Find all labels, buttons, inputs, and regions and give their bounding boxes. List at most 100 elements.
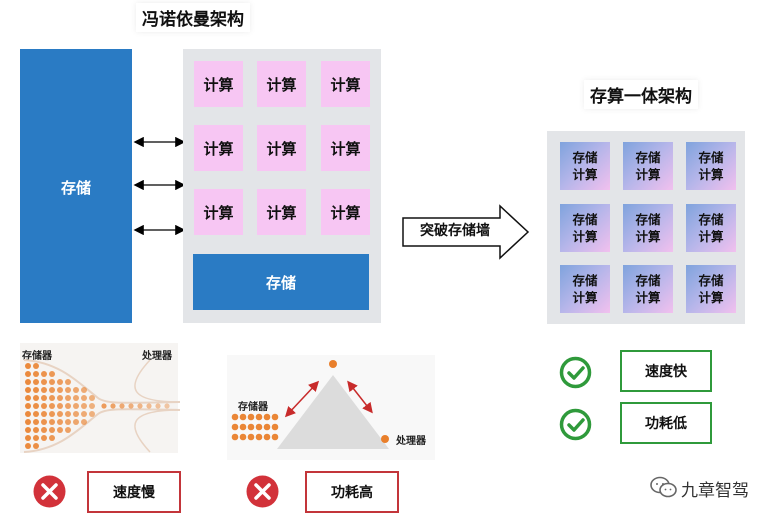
error-icon <box>246 475 279 508</box>
memory-dot <box>65 427 71 433</box>
memory-dot <box>271 433 279 441</box>
memory-dot <box>247 433 255 441</box>
triangle-processor-label: 处理器 <box>396 436 426 447</box>
memory-dot <box>33 387 39 393</box>
cim-cell-line1: 存储 <box>572 273 598 288</box>
memory-dot <box>49 395 55 401</box>
memory-dot <box>57 419 63 425</box>
memory-dot <box>33 443 39 449</box>
cim-cell-line1: 存储 <box>698 212 724 227</box>
check-icon <box>559 356 592 389</box>
memory-dot <box>41 435 47 441</box>
memory-dot <box>25 427 31 433</box>
memory-dot <box>25 411 31 417</box>
memory-dot <box>41 371 47 377</box>
cim-cell-line2: 计算 <box>572 167 598 182</box>
von-neumann-title: 冯诺依曼架构 <box>136 3 250 32</box>
memory-dot <box>164 403 170 409</box>
memory-dot <box>65 395 71 401</box>
processor-dot <box>329 360 337 368</box>
cim-cell-line1: 存储 <box>572 212 598 227</box>
memory-dot <box>231 433 239 441</box>
speed-fast-box: 速度快 <box>620 350 712 392</box>
memory-dot <box>89 395 95 401</box>
memory-dot <box>73 403 79 409</box>
memory-dot <box>155 403 161 409</box>
memory-dot <box>65 411 71 417</box>
compute-cell: 计算 <box>194 125 243 171</box>
memory-dot <box>25 387 31 393</box>
memory-dot <box>49 387 55 393</box>
memory-dot <box>25 395 31 401</box>
speed-slow-box: 速度慢 <box>87 471 181 513</box>
memory-dot <box>49 379 55 385</box>
memory-dot <box>25 443 31 449</box>
memory-dot <box>137 403 143 409</box>
memory-dot <box>110 403 116 409</box>
memory-dot <box>81 403 87 409</box>
memory-dot <box>33 403 39 409</box>
check-icon <box>559 408 592 441</box>
bottleneck-illustration <box>23 359 180 453</box>
cim-cell: 存储计算 <box>623 265 673 313</box>
memory-dot <box>119 403 125 409</box>
memory-dot <box>57 427 63 433</box>
cim-cell-line2: 计算 <box>635 167 661 182</box>
memory-dot <box>263 433 271 441</box>
cim-title: 存算一体架构 <box>584 80 698 109</box>
memory-dot <box>89 403 95 409</box>
memory-dot <box>57 379 63 385</box>
cim-cell: 存储计算 <box>686 142 736 190</box>
memory-dot <box>239 423 247 431</box>
memory-dot <box>41 419 47 425</box>
memory-dot <box>101 403 107 409</box>
cim-cell: 存储计算 <box>686 265 736 313</box>
memory-dot <box>271 413 279 421</box>
memory-dot <box>81 387 87 393</box>
cim-cell-line1: 存储 <box>635 150 661 165</box>
breakthrough-arrow <box>402 204 530 260</box>
cim-cell-line1: 存储 <box>698 150 724 165</box>
memory-dot <box>25 435 31 441</box>
memory-dot <box>81 411 87 417</box>
memory-dot <box>263 413 271 421</box>
memory-dot <box>49 371 55 377</box>
memory-dot <box>57 387 63 393</box>
compute-cell: 计算 <box>194 61 243 107</box>
breakthrough-label: 突破存储墙 <box>420 223 490 239</box>
cim-cell-line2: 计算 <box>698 290 724 305</box>
cim-cell: 存储计算 <box>560 142 610 190</box>
cim-cell: 存储计算 <box>560 265 610 313</box>
bottleneck-processor-label: 处理器 <box>142 351 172 362</box>
memory-dot <box>73 419 79 425</box>
memory-dot <box>239 413 247 421</box>
memory-dot <box>65 387 71 393</box>
memory-dot <box>255 413 263 421</box>
bottleneck-memory-label: 存储器 <box>22 351 52 362</box>
memory-dot <box>57 395 63 401</box>
cim-cell: 存储计算 <box>560 204 610 252</box>
memory-dot <box>49 435 55 441</box>
compute-cell: 计算 <box>257 61 306 107</box>
memory-dot <box>255 423 263 431</box>
memory-dot <box>49 427 55 433</box>
triangle-memory-label: 存储器 <box>238 402 268 413</box>
memory-dot <box>73 387 79 393</box>
cim-cell: 存储计算 <box>623 142 673 190</box>
memory-dot <box>49 411 55 417</box>
memory-dot <box>41 379 47 385</box>
memory-dot <box>33 427 39 433</box>
memory-dot <box>247 413 255 421</box>
transfer-arrow <box>347 380 373 414</box>
cim-cell-line2: 计算 <box>698 229 724 244</box>
memory-dot <box>65 379 71 385</box>
memory-dot <box>271 423 279 431</box>
memory-dot <box>247 423 255 431</box>
data-transfer-arrows <box>133 136 186 236</box>
cim-cell-line1: 存储 <box>635 212 661 227</box>
memory-dot <box>33 419 39 425</box>
compute-cell: 计算 <box>321 189 370 235</box>
memory-dot <box>57 411 63 417</box>
memory-dot <box>73 395 79 401</box>
memory-dot <box>89 411 95 417</box>
